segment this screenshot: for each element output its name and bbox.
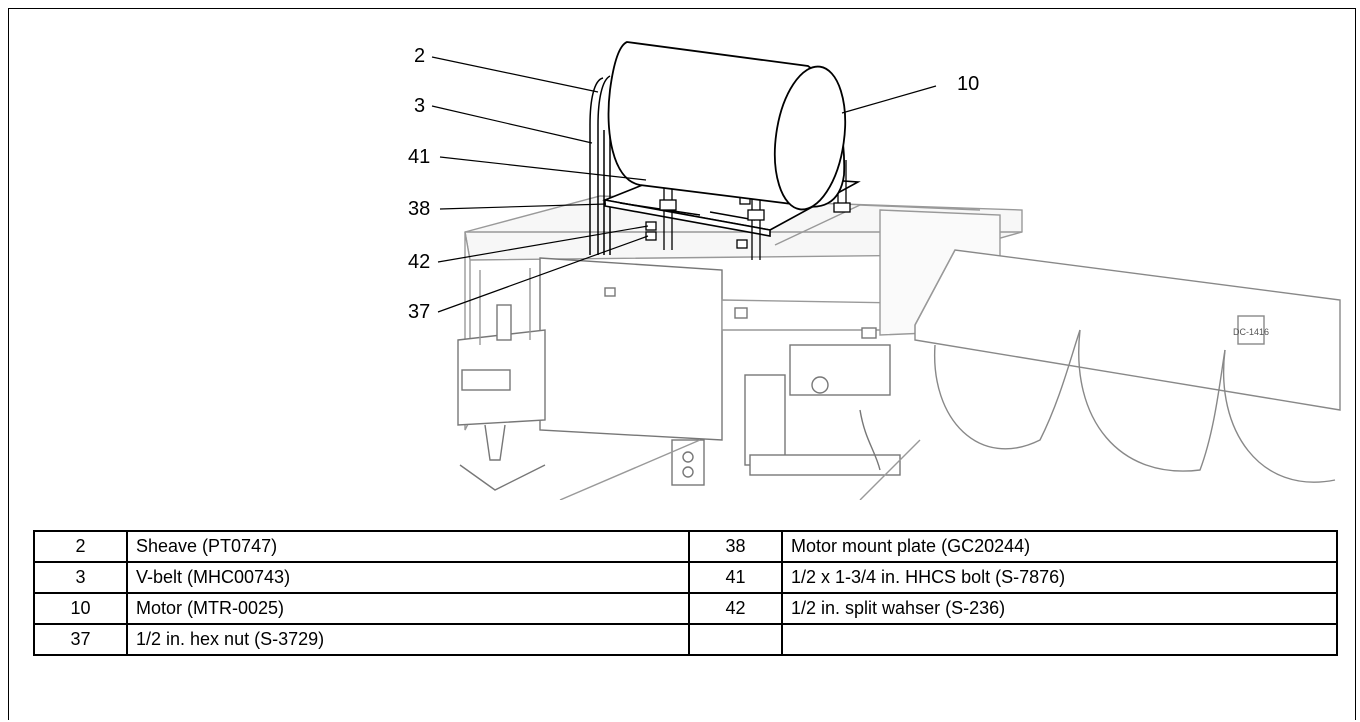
parts-table: 2 Sheave (PT0747) 38 Motor mount plate (… [33,530,1338,656]
table-row: 3 V-belt (MHC00743) 41 1/2 x 1-3/4 in. H… [33,561,1338,594]
part-description: Motor (MTR-0025) [126,592,690,625]
part-number: 37 [33,623,128,656]
motor [607,41,847,211]
figure-frame [8,8,1356,720]
table-row: 37 1/2 in. hex nut (S-3729) [33,623,1338,656]
table-row: 10 Motor (MTR-0025) 42 1/2 in. split wah… [33,592,1338,625]
bolt-head [604,287,616,297]
part-number: 42 [688,592,783,625]
figure-stamp: DC-1416 [1233,327,1269,337]
part-number: 3 [33,561,128,594]
part-number: 2 [33,530,128,563]
part-description: 1/2 in. hex nut (S-3729) [126,623,690,656]
callout-10: 10 [957,73,979,95]
callout-41: 41 [408,146,430,168]
leader-lines [431,56,937,313]
part-description: Sheave (PT0747) [126,530,690,563]
part-description: 1/2 in. split wahser (S-236) [781,592,1338,625]
part-description [781,623,1338,656]
motor-assembly-illustration: 2 3 41 38 42 37 10 DC-1416 [408,41,1341,500]
callout-2: 2 [414,45,425,67]
callout-38: 38 [408,198,430,220]
part-description: V-belt (MHC00743) [126,561,690,594]
callout-3: 3 [414,95,425,117]
part-description: 1/2 x 1-3/4 in. HHCS bolt (S-7876) [781,561,1338,594]
v-belt [589,75,611,255]
hex-nut [645,231,657,241]
part-number [688,623,783,656]
part-number: 41 [688,561,783,594]
part-number: 10 [33,592,128,625]
callout-37: 37 [408,301,430,323]
part-description: Motor mount plate (GC20244) [781,530,1338,563]
part-number: 38 [688,530,783,563]
table-row: 2 Sheave (PT0747) 38 Motor mount plate (… [33,530,1338,563]
callout-42: 42 [408,251,430,273]
